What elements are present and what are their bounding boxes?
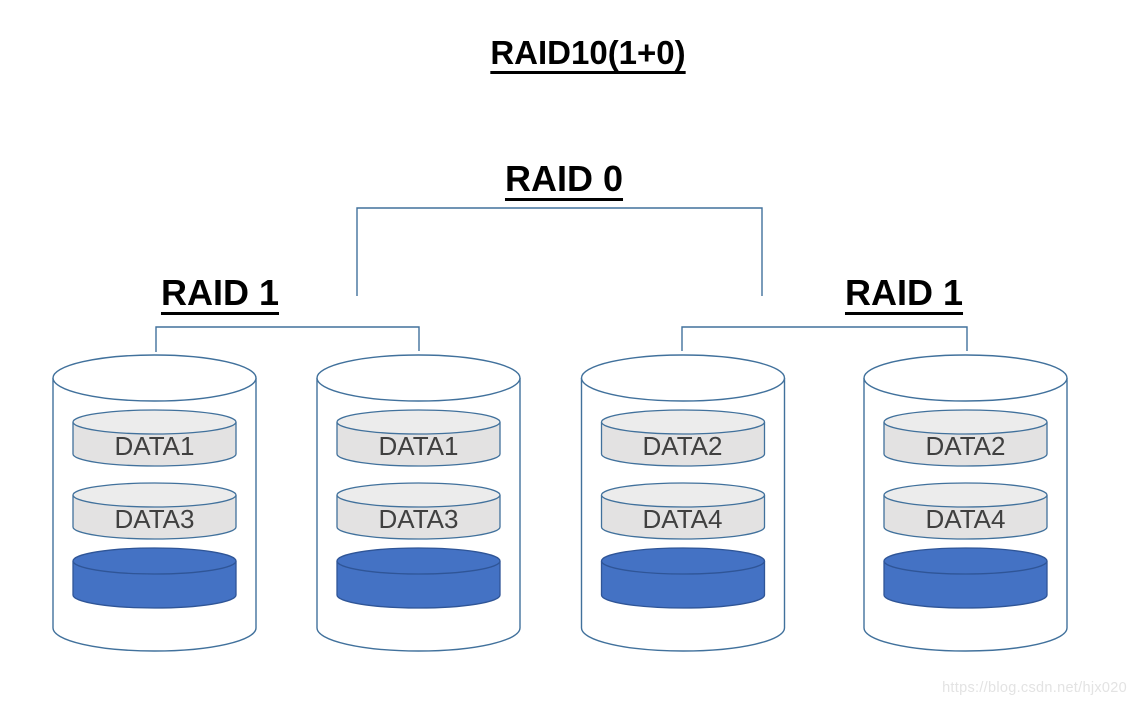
platter-gray-1-top bbox=[72, 409, 237, 435]
cylinder-top bbox=[863, 354, 1068, 402]
raid0-label: RAID 0 bbox=[504, 158, 624, 199]
platter-blue-top bbox=[336, 547, 501, 575]
cylinder-top bbox=[580, 354, 786, 402]
diagram-title: RAID10(1+0) bbox=[490, 34, 686, 71]
cylinder-top bbox=[52, 354, 257, 402]
disk-cylinder-3 bbox=[580, 354, 786, 652]
disk4-platter2-label: DATA4 bbox=[925, 504, 1006, 534]
disk1-platter2-label: DATA3 bbox=[114, 504, 195, 534]
raid1-left-label: RAID 1 bbox=[160, 272, 280, 313]
disk1-platter1-label: DATA1 bbox=[114, 431, 195, 461]
watermark-url: https://blog.csdn.net/hjx020 bbox=[942, 680, 1127, 696]
platter-gray-2-top bbox=[336, 482, 501, 508]
platter-gray-1-top bbox=[600, 409, 766, 435]
disk2-platter1-label: DATA1 bbox=[378, 431, 459, 461]
raid0-connector-bracket bbox=[356, 207, 763, 296]
platter-gray-2-top bbox=[72, 482, 237, 508]
raid1-right-connector-bracket bbox=[681, 326, 968, 351]
raid1-right-label: RAID 1 bbox=[844, 272, 964, 313]
disk-cylinder-1 bbox=[52, 354, 257, 652]
platter-blue-top bbox=[600, 547, 766, 575]
disk2-platter2-label: DATA3 bbox=[378, 504, 459, 534]
disk3-platter1-label: DATA2 bbox=[642, 431, 723, 461]
platter-gray-1-top bbox=[883, 409, 1048, 435]
platter-blue-top bbox=[883, 547, 1048, 575]
disk3-platter2-label: DATA4 bbox=[642, 504, 723, 534]
platter-gray-1-top bbox=[336, 409, 501, 435]
disk-cylinder-2 bbox=[316, 354, 521, 652]
disk-cylinder-4 bbox=[863, 354, 1068, 652]
disk4-platter1-label: DATA2 bbox=[925, 431, 1006, 461]
platter-blue-top bbox=[72, 547, 237, 575]
platter-gray-2-top bbox=[883, 482, 1048, 508]
platter-gray-2-top bbox=[600, 482, 766, 508]
cylinder-top bbox=[316, 354, 521, 402]
raid1-left-connector-bracket bbox=[155, 326, 420, 352]
